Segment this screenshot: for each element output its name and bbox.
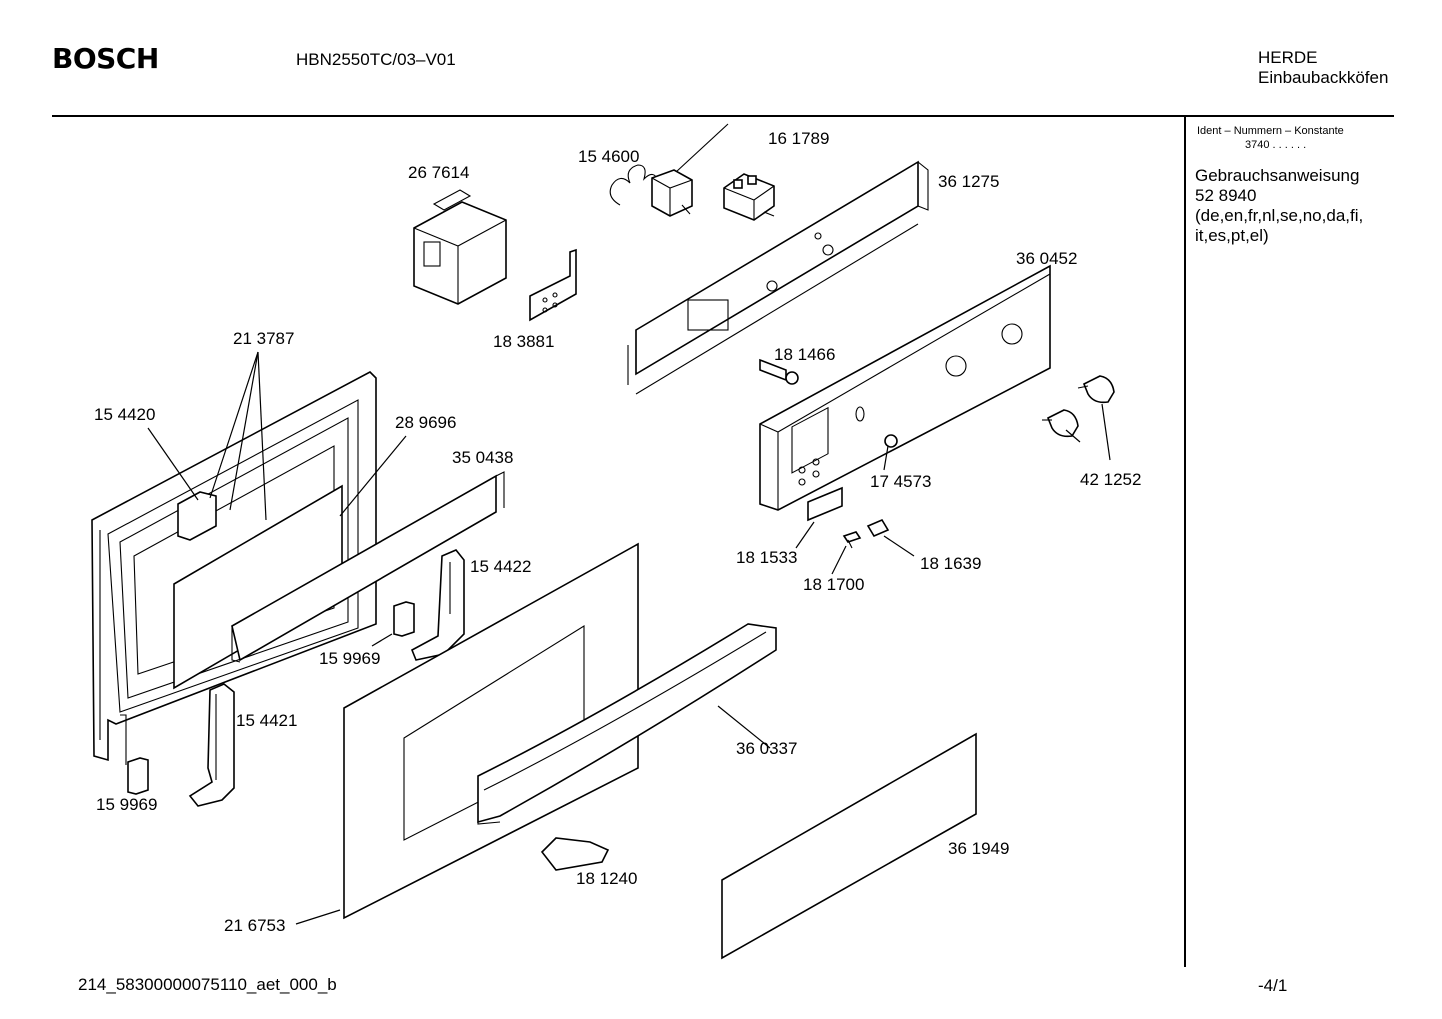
- ident-block: Ident – Nummern – Konstante 3740 . . . .…: [1197, 124, 1344, 152]
- part-label-181533: 18 1533: [736, 548, 797, 567]
- block-part-a: [393, 601, 415, 637]
- part-label-181240: 18 1240: [576, 869, 637, 888]
- part-label-154420: 15 4420: [94, 405, 155, 424]
- label-plate-part: [807, 486, 843, 522]
- part-label-154421: 15 4421: [236, 711, 297, 730]
- drawing-id: 214_58300000075110_aet_000_b: [78, 975, 337, 994]
- hinge-left-part: [188, 683, 235, 807]
- part-label-159969-a: 15 9969: [319, 649, 380, 668]
- leader-lines: [147, 351, 1111, 925]
- part-label-181700: 18 1700: [803, 575, 864, 594]
- page-number: -4/1: [1258, 976, 1288, 995]
- part-label-360337: 36 0337: [736, 739, 797, 758]
- trim-strip-part: [721, 732, 977, 960]
- timer-module-part: [413, 189, 507, 305]
- category-line-2: Einbaubackköfen: [1258, 68, 1389, 87]
- clip-part: [177, 491, 217, 541]
- manual-block: Gebrauchsanweisung 52 8940 (de,en,fr,nl,…: [1195, 166, 1363, 246]
- part-label-154600: 15 4600: [578, 147, 639, 166]
- brand-logo: BOSCH: [52, 42, 159, 75]
- ident-label: Ident – Nummern – Konstante: [1197, 125, 1344, 137]
- part-label-361949: 36 1949: [948, 839, 1009, 858]
- control-bracket-part: [627, 160, 929, 395]
- sidebar-divider: [1184, 115, 1186, 967]
- category-line-1: HERDE: [1258, 48, 1318, 67]
- appliance-category: HERDE Einbaubackköfen: [1258, 48, 1388, 88]
- block-part-b: [127, 757, 149, 795]
- hinge-right-part: [410, 549, 465, 661]
- control-panel-part: [759, 264, 1051, 511]
- part-label-216753: 21 6753: [224, 916, 285, 935]
- manual-number: 52 8940: [1195, 186, 1257, 205]
- part-label-289696: 28 9696: [395, 413, 456, 432]
- door-rail-part: [231, 471, 505, 663]
- manual-languages-1: (de,en,fr,nl,se,no,da,fi,: [1195, 206, 1364, 225]
- part-label-161789: 16 1789: [768, 129, 829, 148]
- ident-value: 3740 . . . . . .: [1245, 139, 1307, 151]
- part-label-267614: 26 7614: [408, 163, 469, 182]
- cover-plate-part: [529, 248, 577, 322]
- part-label-421252: 42 1252: [1080, 470, 1141, 489]
- part-label-360452: 36 0452: [1016, 249, 1077, 268]
- part-label-154422: 15 4422: [470, 557, 531, 576]
- part-label-213787: 21 3787: [233, 329, 294, 348]
- manual-title: Gebrauchsanweisung: [1195, 166, 1360, 185]
- knob-parts: [1042, 375, 1115, 438]
- part-label-159969-b: 15 9969: [96, 795, 157, 814]
- part-label-350438: 35 0438: [452, 448, 513, 467]
- model-number: HBN2550TC/03–V01: [296, 50, 456, 69]
- selector-switch-part: [723, 173, 775, 221]
- door-handle-part: [477, 623, 777, 825]
- part-label-361275: 36 1275: [938, 172, 999, 191]
- part-label-181466: 18 1466: [774, 345, 835, 364]
- screw-parts: [842, 518, 890, 549]
- bottom-clip-part: [540, 837, 610, 871]
- lamp-holder-part: [759, 358, 799, 385]
- part-label-183881: 18 3881: [493, 332, 554, 351]
- manual-languages-2: it,es,pt,el): [1195, 226, 1269, 245]
- header-rule: [52, 115, 1394, 117]
- part-label-174573: 17 4573: [870, 472, 931, 491]
- push-button-part: [884, 434, 898, 448]
- thermostat-part: [609, 123, 729, 217]
- part-label-181639: 18 1639: [920, 554, 981, 573]
